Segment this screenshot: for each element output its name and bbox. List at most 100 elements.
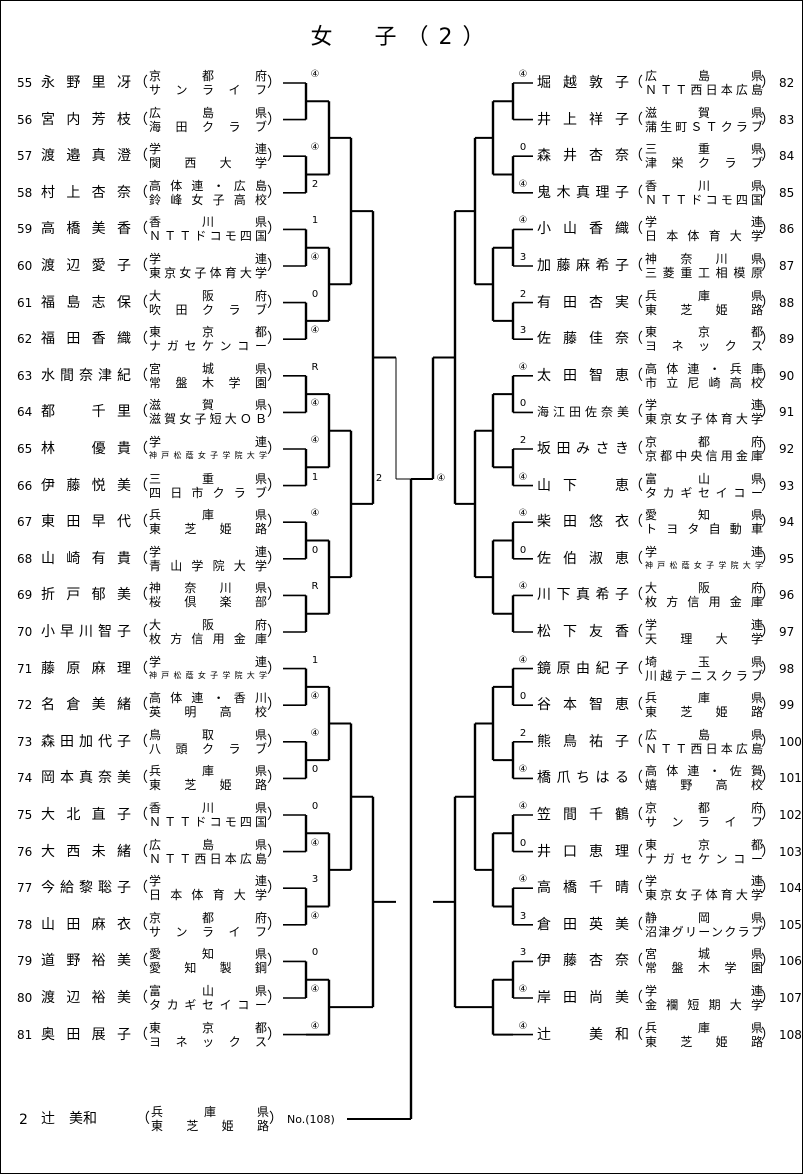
close-paren: ） — [761, 184, 775, 201]
match-score: ④ — [518, 508, 528, 520]
close-paren: ） — [761, 953, 775, 970]
player-number: 66 — [17, 478, 33, 493]
player-number: 105 — [779, 917, 802, 932]
open-paren: （ — [629, 367, 643, 384]
match-score: 1 — [311, 215, 319, 227]
player-number: 86 — [779, 222, 795, 237]
player-name: 松下友香 — [537, 624, 629, 640]
open-paren: （ — [134, 184, 148, 201]
player-affiliation: 学 連神戸松蔭女子学院大学 — [645, 544, 763, 570]
player-number: 93 — [779, 478, 795, 493]
open-paren: （ — [134, 953, 148, 970]
close-paren: ） — [267, 843, 281, 860]
player-number: 101 — [779, 771, 802, 786]
player-name: 堀越敦子 — [537, 75, 629, 91]
match-score: 2 — [519, 727, 527, 739]
player-number: 55 — [17, 76, 33, 90]
player-name: 辻 美和 — [41, 1111, 97, 1127]
player-affiliation: 学 連関 西 大 学 — [149, 142, 267, 171]
player-number: 64 — [17, 405, 33, 420]
open-paren: （ — [134, 258, 148, 274]
player-affiliation: 兵 庫 県東 芝 姫 路 — [645, 691, 763, 720]
match-score: ④ — [518, 215, 528, 227]
player-name: 笠間千鶴 — [537, 807, 629, 823]
player-name: 奥田展子 — [41, 1026, 131, 1043]
player-number: 91 — [779, 405, 795, 420]
close-paren: ） — [761, 111, 775, 128]
open-paren: （ — [134, 294, 148, 311]
player-name: 福田香織 — [41, 331, 131, 348]
player-name: 森田加代子 — [41, 733, 131, 750]
player-number: 85 — [779, 185, 795, 200]
close-paren: ） — [267, 550, 281, 567]
player-name: 高橋千晴 — [537, 880, 629, 897]
match-score: ④ — [518, 764, 528, 776]
open-paren: （ — [134, 916, 148, 933]
match-score: ④ — [518, 471, 528, 483]
player-name: 渡辺愛子 — [41, 258, 131, 274]
close-paren: ） — [761, 441, 775, 457]
player-affiliation: 宮 城 県常盤木学園 — [645, 947, 763, 976]
player-number: 100 — [779, 734, 802, 749]
player-number: 97 — [779, 625, 795, 639]
open-paren: （ — [629, 807, 643, 823]
player-name: 永野里冴 — [41, 75, 131, 91]
match-score: 1 — [311, 471, 319, 483]
player-number: 94 — [779, 515, 795, 530]
player-number: 88 — [779, 295, 795, 310]
match-reference: No.(108) — [287, 1113, 335, 1126]
player-name: 井口恵理 — [537, 843, 629, 860]
match-score: ④ — [310, 837, 320, 849]
player-number: 65 — [17, 442, 33, 456]
player-name: 高橋美香 — [41, 221, 131, 238]
open-paren: （ — [629, 184, 643, 201]
close-paren: ） — [267, 367, 281, 384]
close-paren: ） — [267, 514, 281, 531]
open-paren: （ — [629, 624, 643, 640]
player-number: 96 — [779, 588, 795, 603]
close-paren: ） — [761, 587, 775, 604]
player-name: 伊藤杏奈 — [537, 953, 629, 970]
player-number: 104 — [779, 881, 802, 896]
match-score: ④ — [310, 508, 320, 520]
close-paren: ） — [761, 733, 775, 750]
match-score: 3 — [519, 325, 527, 337]
player-affiliation: 京 都 府サンライフ — [149, 910, 267, 939]
player-name: 坂田みさき — [537, 441, 629, 457]
open-paren: （ — [629, 514, 643, 531]
open-paren: （ — [629, 294, 643, 311]
player-number: 103 — [779, 844, 802, 859]
player-name: 東田早代 — [41, 514, 131, 531]
match-score: ④ — [310, 398, 320, 410]
match-score: ④ — [518, 874, 528, 886]
player-affiliation: 大 阪 府枚方信用金庫 — [149, 618, 267, 646]
close-paren: ） — [761, 843, 775, 860]
match-score: ④ — [310, 984, 320, 995]
player-name: 井上祥子 — [537, 111, 629, 128]
player-number: 70 — [17, 625, 33, 639]
player-name: 渡邉真澄 — [41, 148, 131, 165]
player-name: 鬼木真理子 — [537, 184, 629, 201]
match-score: R — [311, 581, 319, 593]
player-name: 森井杏奈 — [537, 148, 629, 165]
player-affiliation: 学 連日本体育大学 — [645, 215, 763, 244]
player-number: 95 — [779, 551, 795, 566]
player-name: 有田杏実 — [537, 294, 629, 311]
player-number: 58 — [17, 185, 33, 200]
open-paren: （ — [134, 624, 148, 640]
open-paren: （ — [629, 331, 643, 348]
close-paren: ） — [761, 1026, 775, 1043]
close-paren: ） — [267, 221, 281, 238]
player-number: 81 — [17, 1027, 33, 1042]
match-score: R — [311, 361, 319, 373]
player-affiliation: 京 都 府サンライフ — [149, 69, 267, 97]
player-affiliation: 東 京 都ヨネックス — [645, 325, 763, 354]
player-name: 福島志保 — [41, 294, 131, 311]
open-paren: （ — [629, 916, 643, 933]
open-paren: （ — [134, 75, 148, 91]
close-paren: ） — [267, 953, 281, 970]
open-paren: （ — [629, 477, 643, 494]
match-score: 2 — [519, 435, 527, 446]
